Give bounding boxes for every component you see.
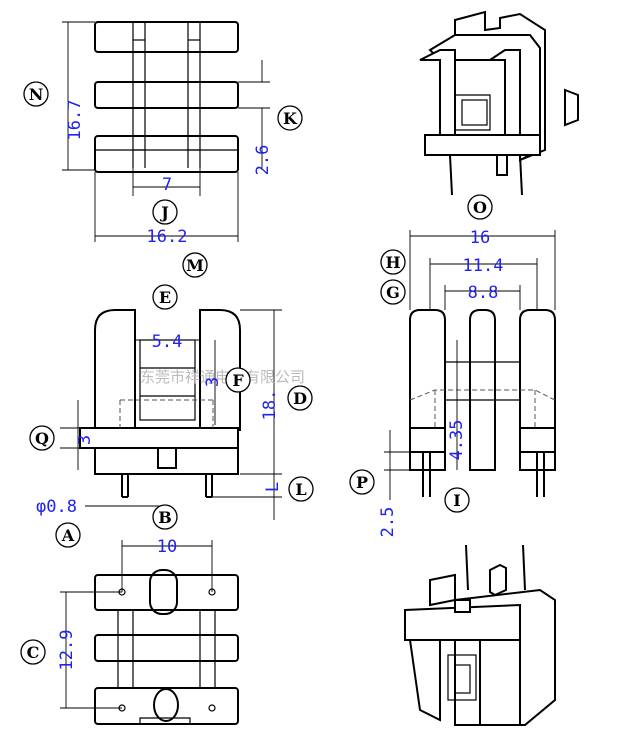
label-o: O (467, 194, 493, 220)
label-d: D (287, 385, 313, 411)
dim-e-value: 5.4 (152, 332, 183, 352)
top-view (62, 21, 270, 242)
dim-f-value: 3 (203, 377, 223, 387)
label-f: F (225, 367, 251, 393)
svg-text:N: N (29, 85, 44, 104)
svg-text:E: E (159, 288, 171, 307)
svg-text:I: I (453, 491, 460, 510)
dim-k-value: 2.6 (253, 145, 273, 176)
dim-b-value: 10 (157, 537, 177, 557)
dim-h-value: 11.4 (463, 256, 504, 276)
svg-text:P: P (356, 473, 368, 492)
label-l: L (288, 476, 314, 502)
svg-text:M: M (186, 256, 204, 275)
dim-l-value: L (263, 482, 283, 492)
label-k: K (277, 105, 303, 131)
dim-g-value: 8.8 (468, 283, 499, 303)
label-a: A (55, 522, 81, 548)
svg-text:C: C (27, 643, 40, 662)
svg-text:A: A (61, 526, 75, 545)
side-view (384, 230, 556, 500)
svg-text:K: K (283, 109, 298, 128)
dim-p-value: 2.5 (378, 507, 398, 538)
svg-text:L: L (295, 480, 306, 499)
dim-c-value: 12.9 (57, 630, 77, 671)
watermark-text: 东莞市祥通电子有限公司 (140, 368, 305, 386)
dim-a-value: φ0.8 (36, 497, 77, 517)
svg-text:J: J (159, 203, 169, 222)
label-e: E (152, 284, 178, 310)
label-c: C (20, 639, 46, 665)
dim-n-value: 16.7 (65, 100, 85, 141)
label-m: M (182, 252, 208, 278)
iso-view-bottom (404, 544, 556, 726)
svg-text:D: D (293, 389, 307, 408)
dim-m-value: 16.2 (147, 227, 188, 247)
dim-j-value: 7 (162, 175, 172, 195)
label-p: P (349, 469, 375, 495)
iso-view-top (419, 10, 579, 196)
bottom-view (60, 540, 239, 725)
label-j: J (152, 199, 178, 225)
svg-text:Q: Q (35, 429, 49, 448)
front-view (60, 309, 282, 520)
dim-d-value: 18. (260, 390, 280, 421)
label-i: I (444, 487, 470, 513)
dim-q-value: 3 (75, 435, 95, 445)
svg-text:B: B (158, 508, 172, 527)
svg-text:G: G (386, 283, 400, 302)
label-b: B (152, 504, 178, 530)
svg-text:H: H (385, 253, 400, 272)
svg-text:O: O (473, 198, 487, 217)
label-q: Q (29, 425, 55, 451)
label-h: H (380, 249, 406, 275)
label-n: N (23, 81, 49, 107)
svg-text:F: F (232, 371, 244, 390)
dim-o-value: 16 (470, 228, 490, 248)
dim-i-value: 4.35 (447, 420, 467, 461)
label-g: G (380, 279, 406, 305)
